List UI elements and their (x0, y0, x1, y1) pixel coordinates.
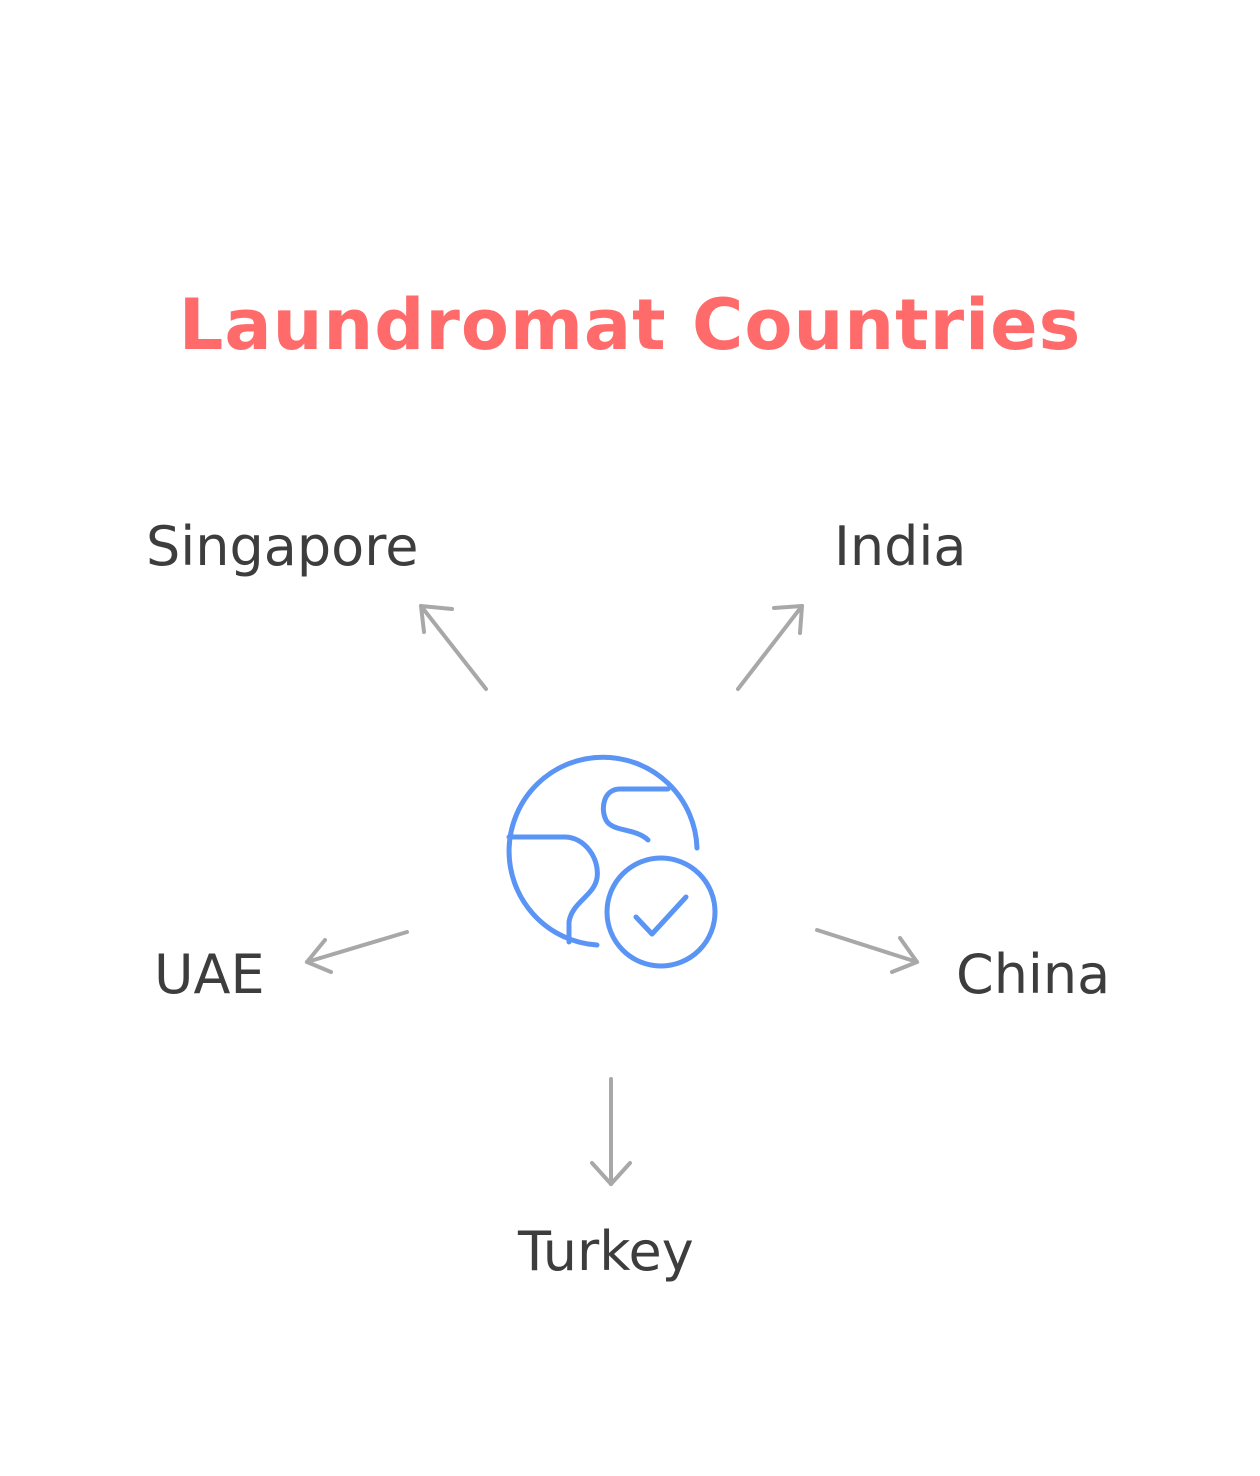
arrow-to-uae (305, 930, 409, 974)
arrow-to-turkey (590, 1077, 632, 1186)
country-label-india: India (834, 515, 967, 578)
country-label-uae: UAE (154, 943, 265, 1006)
arrow-to-china (815, 928, 919, 974)
globe-check-icon (506, 754, 718, 969)
country-label-singapore: Singapore (146, 515, 419, 578)
arrow-to-india (736, 604, 804, 691)
arrow-to-singapore (419, 604, 488, 691)
diagram-title: Laundromat Countries (178, 284, 1082, 366)
country-label-turkey: Turkey (518, 1220, 694, 1283)
country-label-china: China (956, 943, 1111, 1006)
